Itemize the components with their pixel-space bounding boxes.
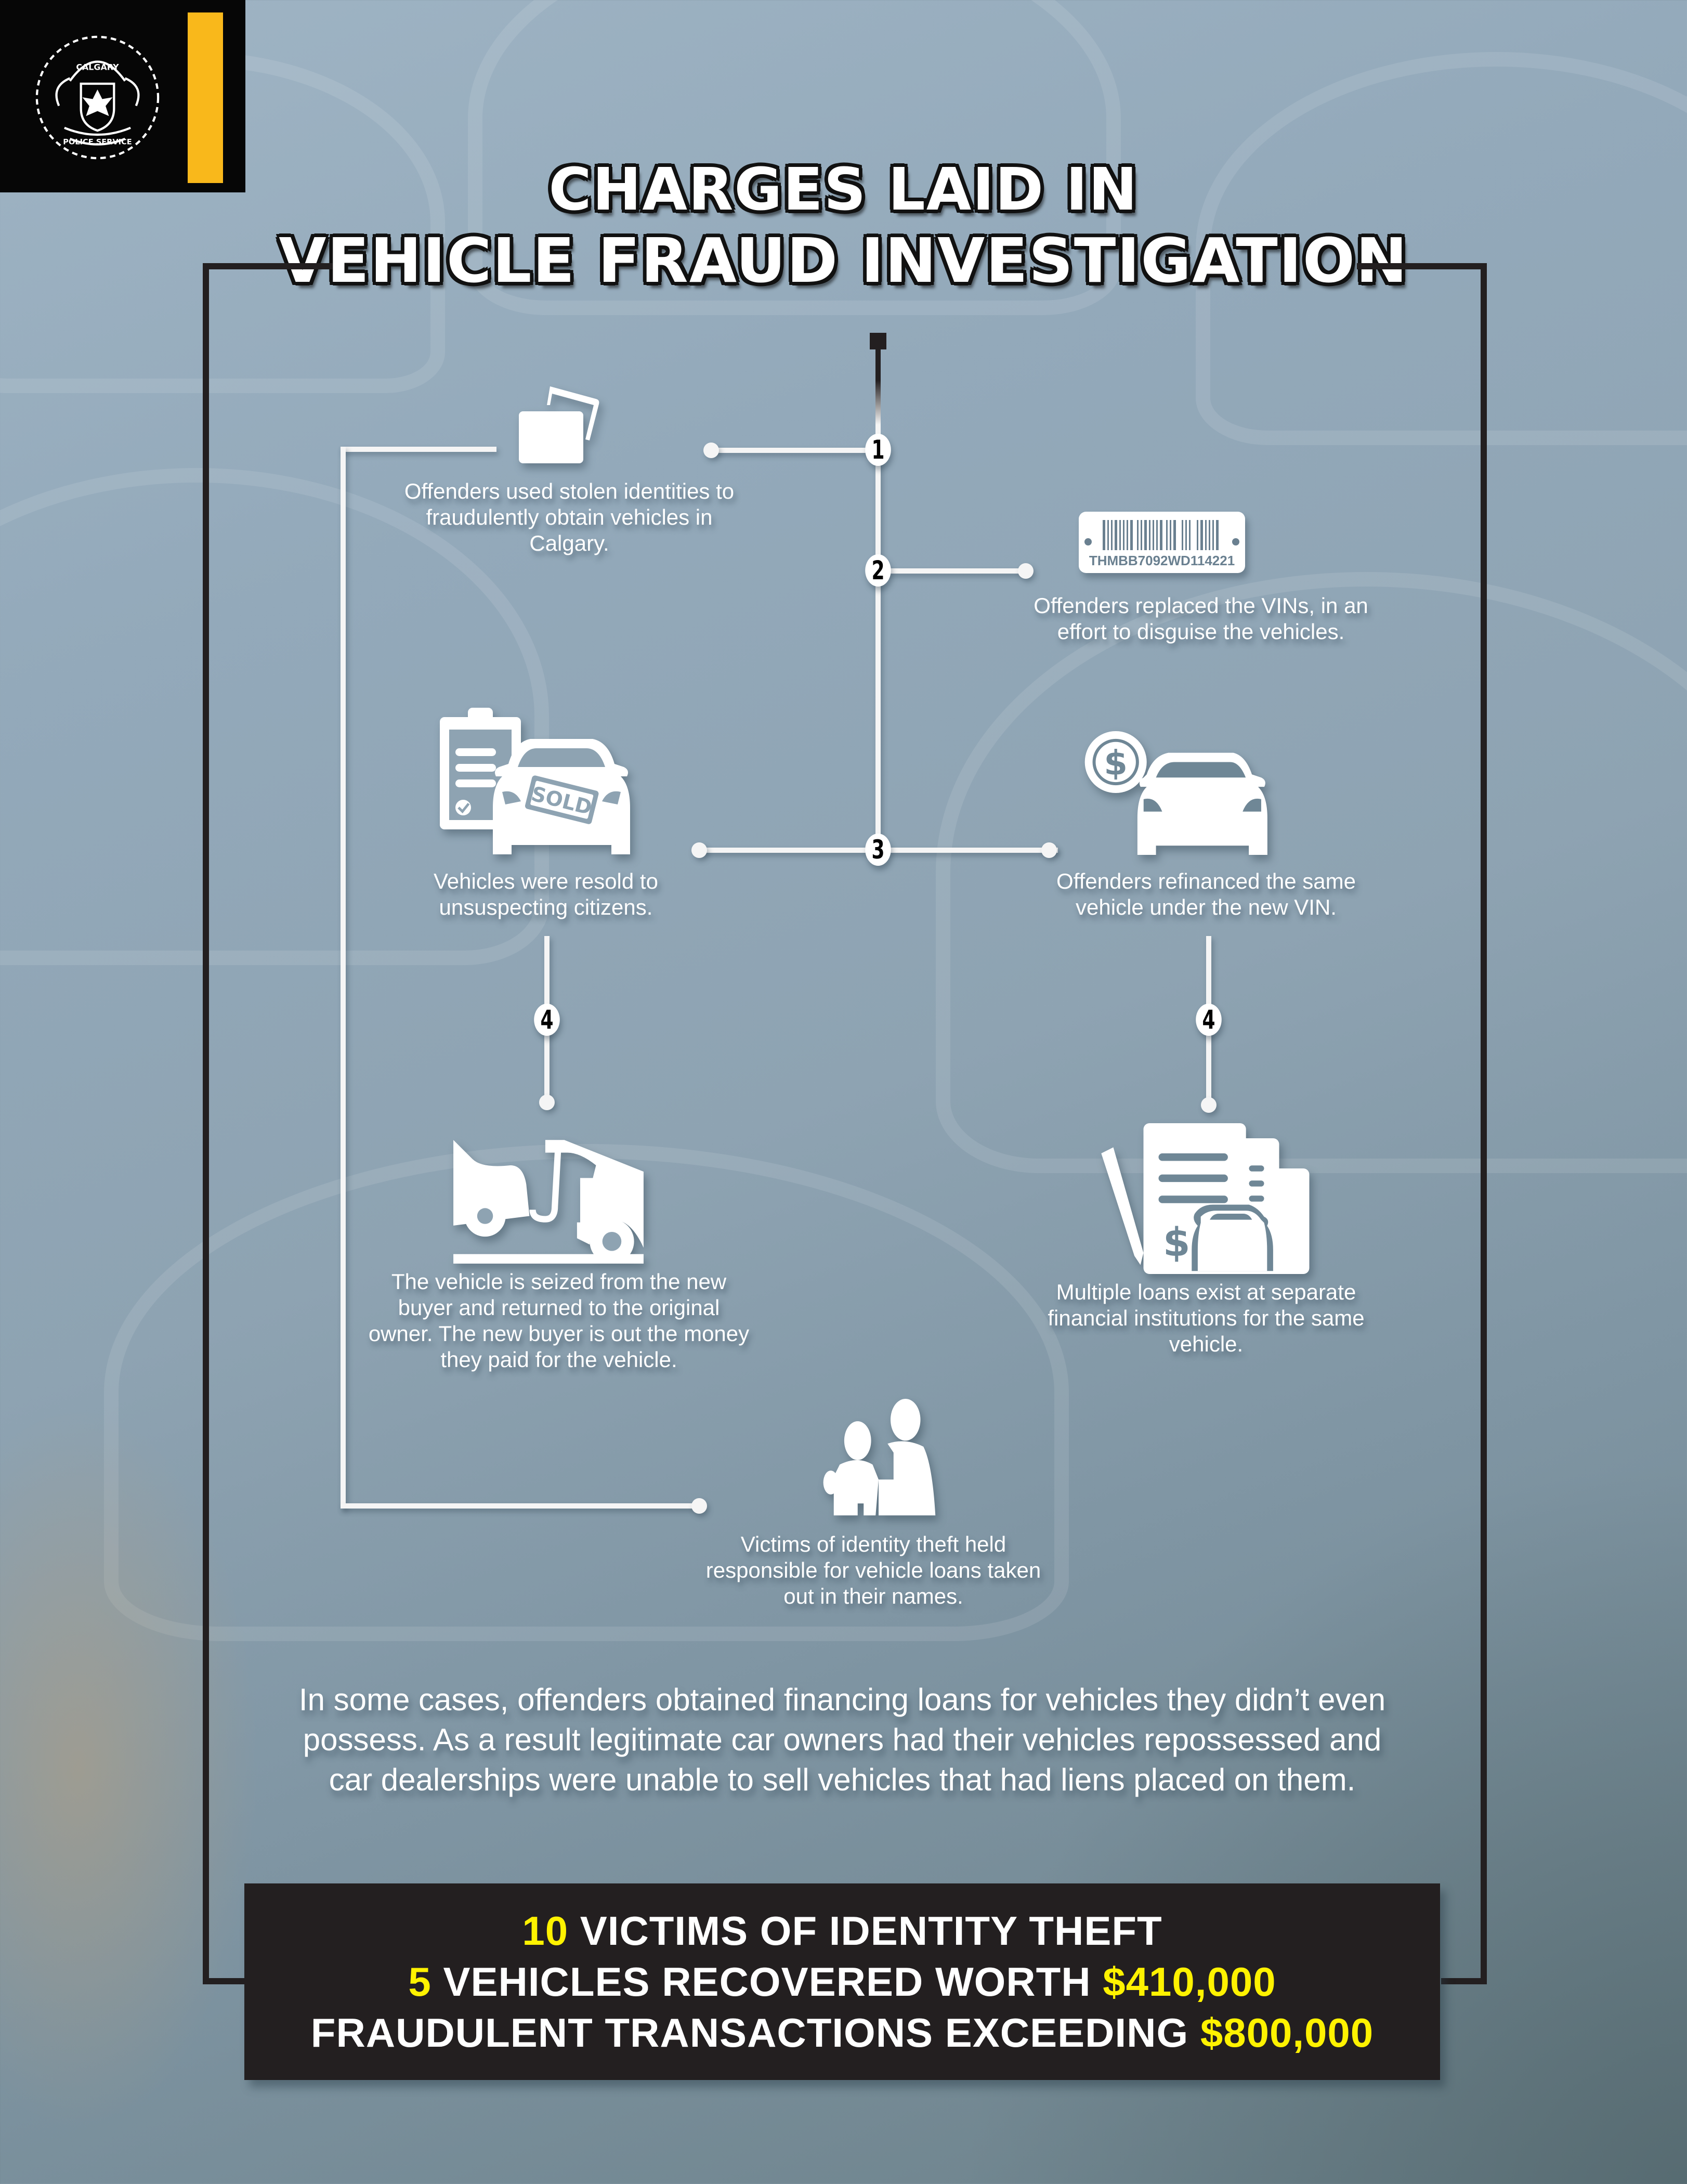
stat-transactions-label: FRAUDULENT TRANSACTIONS EXCEEDING (310, 2010, 1189, 2056)
stat-vehicles-value: 5 (408, 1959, 431, 2005)
frame-right (1481, 263, 1487, 1984)
loop-connector-bottom (341, 1503, 699, 1509)
frame-bottom-right (1441, 1978, 1487, 1984)
loan-documents-icon: $ (1101, 1123, 1310, 1274)
loop-connector-left (341, 447, 346, 1509)
step4-right-caption: Multiple loans exist at separate financi… (1048, 1280, 1365, 1356)
step3-right-caption: Offenders refinanced the same vehicle un… (1056, 869, 1356, 919)
connector-dot (1041, 842, 1057, 858)
connector-step1 (712, 448, 875, 453)
car-refinance-icon: $ (1084, 731, 1267, 855)
timeline-start-marker (870, 333, 886, 349)
final-caption: Victims of identity theft held responsib… (705, 1532, 1041, 1608)
connector-dot (691, 1498, 707, 1514)
summary-paragraph: In some cases, offenders obtained financ… (298, 1682, 1386, 1797)
svg-text:$: $ (1163, 1219, 1190, 1265)
svg-text:$: $ (1104, 743, 1128, 783)
tow-truck-icon (453, 1140, 644, 1264)
step-badge-4-right: 4 (1196, 1004, 1222, 1036)
vin-plate-icon: THMBB7092WD114221 (1079, 512, 1245, 573)
step1-caption: Offenders used stolen identities to frau… (404, 479, 735, 555)
victims-people-icon (823, 1399, 936, 1516)
timeline-spine (875, 438, 881, 854)
stat-vehicles: 5 VEHICLES RECOVERED WORTH $410,000 (408, 1956, 1276, 2007)
frame-top-right (1357, 263, 1487, 269)
stat-victims: 10 VICTIMS OF IDENTITY THEFT (522, 1905, 1162, 1956)
svg-text:POLICE SERVICE: POLICE SERVICE (63, 138, 132, 147)
stat-transactions: FRAUDULENT TRANSACTIONS EXCEEDING $800,0… (311, 2007, 1374, 2058)
id-cards-icon (519, 386, 599, 463)
step-badge-1: 1 (865, 434, 891, 466)
logo-badge: CALGARY POLICE SERVICE (0, 0, 245, 192)
page-title-line-1: CHARGES LAID IN (548, 156, 1139, 224)
step2-caption: Offenders replaced the VINs, in an effor… (1034, 593, 1368, 644)
connector-dot (1201, 1097, 1217, 1113)
frame-top-left (203, 263, 333, 269)
connector-dot (703, 443, 719, 458)
stat-victims-label: VICTIMS OF IDENTITY THEFT (580, 1908, 1162, 1954)
stat-vehicles-label: VEHICLES RECOVERED WORTH (443, 1959, 1091, 2005)
stat-vehicles-amount: $410,000 (1103, 1959, 1276, 2005)
background-glow (0, 1404, 260, 2132)
police-crest-icon: CALGARY POLICE SERVICE (35, 35, 160, 160)
connector-dot (691, 842, 707, 858)
frame-left (203, 263, 209, 1984)
sold-car-clipboard-icon: SOLD (440, 708, 630, 854)
vin-number: THMBB7092WD114221 (1089, 553, 1235, 568)
stat-transactions-amount: $800,000 (1200, 2010, 1374, 2056)
step3-left-caption: Vehicles were resold to unsuspecting cit… (434, 869, 658, 919)
stats-box: 10 VICTIMS OF IDENTITY THEFT 5 VEHICLES … (244, 1883, 1440, 2080)
loop-connector-top (341, 447, 496, 452)
connector-dot (1018, 563, 1034, 579)
frame-bottom-left (203, 1978, 244, 1984)
svg-text:CALGARY: CALGARY (76, 62, 119, 72)
step-badge-2: 2 (865, 554, 891, 587)
page-title-line-2: VEHICLE FRAUD INVESTIGATION (279, 225, 1408, 296)
logo-accent-bar (188, 12, 223, 183)
step-badge-3: 3 (865, 834, 891, 866)
connector-step2 (881, 568, 1026, 574)
step4-left-caption: The vehicle is seized from the new buyer… (368, 1269, 750, 1372)
connector-dot (539, 1095, 555, 1110)
timeline-stem (875, 349, 881, 438)
step-badge-4-left: 4 (534, 1004, 560, 1036)
stat-victims-value: 10 (522, 1908, 569, 1954)
